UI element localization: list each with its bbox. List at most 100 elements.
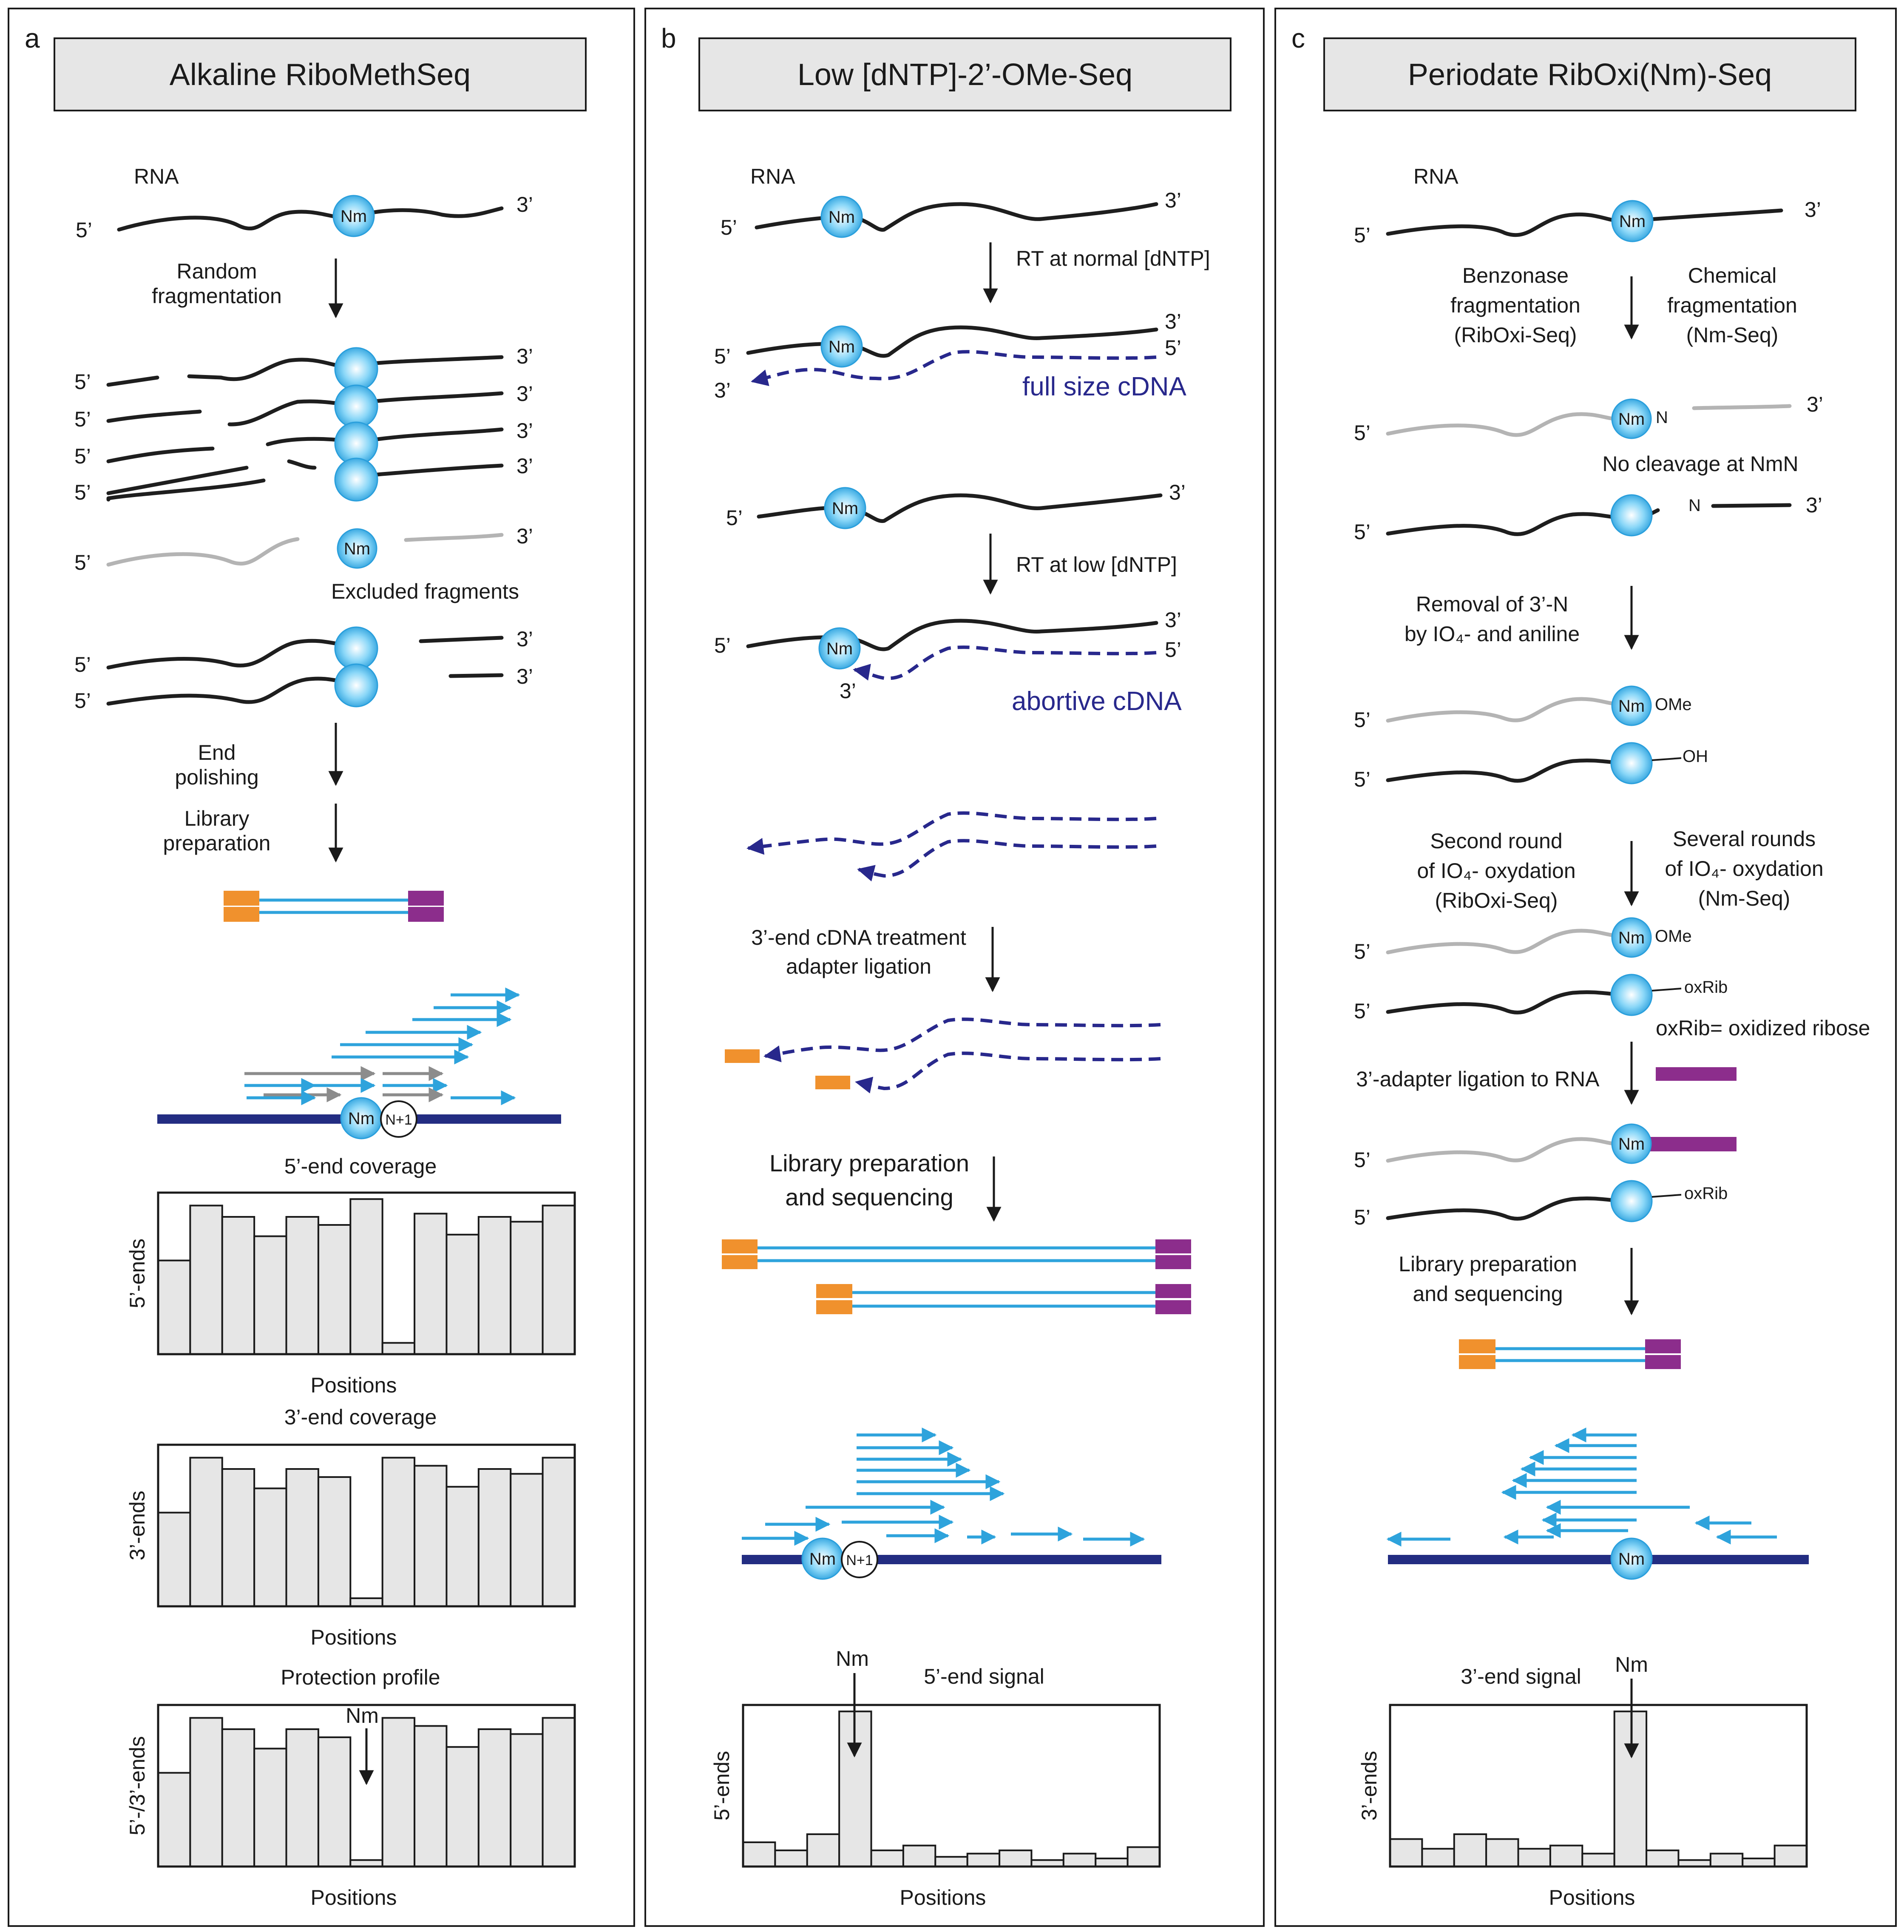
chart-bar — [221, 1728, 255, 1867]
chart-bar — [317, 1476, 352, 1607]
signal-b-nm: Nm — [836, 1647, 869, 1671]
rna-strand-b2 — [757, 493, 1163, 523]
library-line1: Library — [184, 807, 250, 830]
several-line1: Several rounds — [1673, 827, 1816, 851]
rna-label: RNA — [134, 165, 179, 188]
rna-label-c: RNA — [1413, 165, 1459, 188]
chart-bar — [1613, 1710, 1648, 1867]
removal-line2: by IO₄- and aniline — [1405, 622, 1580, 646]
svg-text:5’: 5’ — [1354, 940, 1371, 963]
rna-strand — [117, 206, 504, 232]
chart-bar — [414, 1725, 448, 1867]
chart-cov5: 5’-ends Positions — [125, 1191, 576, 1397]
svg-text:5’: 5’ — [714, 634, 731, 657]
chem-line3: (Nm-Seq) — [1686, 323, 1779, 347]
svg-text:5’: 5’ — [74, 370, 91, 394]
chart-bar — [742, 1841, 776, 1867]
libseq-c-line1: Library preparation — [1399, 1252, 1577, 1276]
chart-bar — [445, 1746, 480, 1867]
svg-text:oxRib: oxRib — [1684, 1184, 1728, 1203]
chart-bar — [157, 1772, 191, 1868]
cdna-products — [746, 811, 1157, 882]
removal-line1: Removal of 3’-N — [1416, 592, 1568, 616]
chart-bar — [510, 1473, 544, 1607]
libseq-c-line2: and sequencing — [1413, 1282, 1563, 1306]
panel-b-letter: b — [661, 23, 676, 54]
chart-bar — [870, 1850, 904, 1867]
cov3-ylabel: 3’-ends — [125, 1491, 149, 1560]
benz-line2: fragmentation — [1450, 293, 1581, 317]
chart-bar — [1453, 1833, 1487, 1867]
full-cdna-duplex: 5’ 3’ 5’ 3’ Nm — [714, 310, 1181, 402]
chart-bar — [1709, 1852, 1744, 1868]
prot-nm-label: Nm — [346, 1704, 379, 1727]
svg-text:3’: 3’ — [1165, 608, 1181, 632]
rt-low-label: RT at low [dNTP] — [1016, 553, 1177, 577]
chart-bar — [414, 1213, 448, 1355]
chart-bar — [999, 1850, 1033, 1867]
svg-text:Nm: Nm — [1618, 697, 1645, 716]
chart-bar — [349, 1198, 383, 1355]
svg-text:Nm: Nm — [809, 1550, 836, 1568]
svg-text:3’: 3’ — [516, 344, 533, 368]
oxrib-definition: oxRib= oxidized ribose — [1656, 1016, 1870, 1040]
svg-text:OH: OH — [1683, 747, 1708, 766]
abortive-cdna-label: abortive cDNA — [1012, 687, 1182, 716]
library-line2: preparation — [163, 831, 271, 855]
oxidized-products-1: 5’ Nm OMe 5’ OH — [1354, 685, 1708, 791]
chart-bar — [381, 1457, 416, 1607]
retained-fragments: 5’ 5’ 3’ 3’ — [74, 626, 533, 713]
cov3-title: 3’-end coverage — [284, 1405, 437, 1429]
second-line3: (RibOxi-Seq) — [1435, 889, 1558, 912]
chart-bar — [477, 1468, 512, 1607]
svg-text:3’: 3’ — [1165, 310, 1181, 333]
chart-bar — [157, 1512, 191, 1608]
signal-b-title: 5’-end signal — [924, 1665, 1044, 1688]
chart-bar — [381, 1717, 416, 1867]
svg-text:5’: 5’ — [1354, 999, 1371, 1023]
chart-bar — [1517, 1848, 1551, 1868]
rna-label-b: RNA — [750, 165, 795, 188]
chart-cov3: 3’-ends Positions — [125, 1443, 576, 1649]
panel-b: b Low [dNTP]-2’-OMe-Seq RNA 5’ 3’ Nm RT … — [644, 8, 1265, 1927]
svg-text:N+1: N+1 — [846, 1552, 873, 1568]
chart-bar — [285, 1216, 319, 1355]
step-random-line2: fragmentation — [152, 284, 282, 308]
chart-bar — [510, 1221, 544, 1355]
no-cleavage-label: No cleavage at NmN — [1602, 452, 1798, 476]
cov5-xlabel: Positions — [311, 1373, 397, 1397]
signal-b-xlabel: Positions — [900, 1886, 986, 1909]
svg-text:3’: 3’ — [516, 524, 533, 548]
chart-protection: Nm 5’-/3’-ends Positions — [125, 1704, 576, 1909]
svg-text:N: N — [1656, 408, 1668, 427]
svg-text:OMe: OMe — [1655, 695, 1692, 714]
svg-text:Nm: Nm — [341, 207, 367, 226]
signal-c-nm: Nm — [1615, 1653, 1648, 1676]
abortive-cdna-duplex: 5’ 3’ 5’ 3’ Nm — [714, 608, 1181, 703]
several-line2: of IO₄- oxydation — [1665, 857, 1823, 881]
treatment-line2: adapter ligation — [786, 955, 931, 978]
adapter-ligated-cdna — [725, 1017, 1161, 1094]
svg-text:3’: 3’ — [1169, 480, 1186, 504]
end-polishing-line2: polishing — [175, 765, 258, 789]
svg-text:5’: 5’ — [1354, 223, 1371, 247]
cleaved-fragment: 5’ 3’ N — [1354, 493, 1822, 544]
chart-bar — [349, 1597, 383, 1607]
treatment-line1: 3’-end cDNA treatment — [751, 926, 966, 949]
panel-b-title: Low [dNTP]-2’-OMe-Seq — [797, 58, 1132, 92]
chart-bar — [317, 1224, 352, 1355]
svg-text:Nm: Nm — [829, 338, 855, 356]
svg-text:5’: 5’ — [74, 444, 91, 468]
svg-text:3’: 3’ — [714, 378, 731, 402]
svg-text:N: N — [1688, 496, 1701, 515]
chart-bar — [1485, 1838, 1519, 1867]
chart-bar — [157, 1259, 191, 1355]
rt-normal-label: RT at normal [dNTP] — [1016, 247, 1210, 270]
svg-text:3’: 3’ — [516, 454, 533, 478]
three-prime-label: 3’ — [516, 193, 533, 216]
prot-ylabel: 5’-/3’-ends — [125, 1736, 149, 1835]
chart-bar — [542, 1457, 576, 1607]
library-constructs-b — [722, 1239, 1191, 1314]
chart-bar — [1581, 1852, 1615, 1868]
svg-text:Nm: Nm — [1618, 1550, 1645, 1568]
